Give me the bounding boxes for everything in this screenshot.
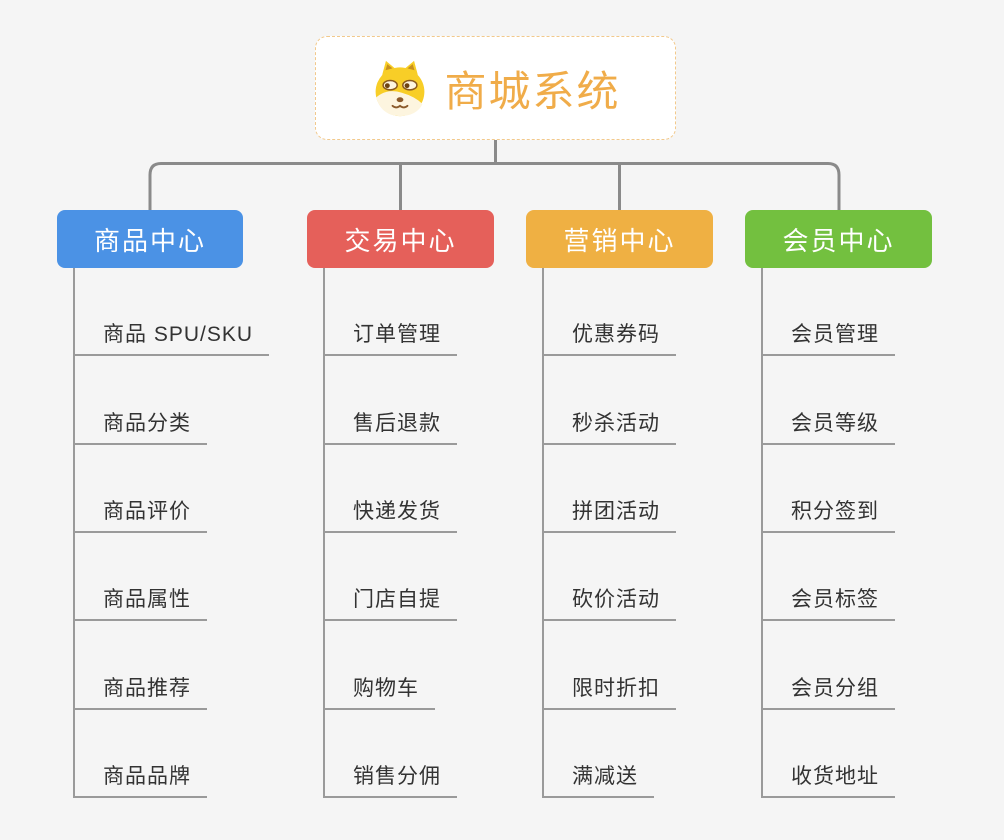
item-node[interactable]: 销售分佣 [323,760,457,798]
item-node[interactable]: 优惠券码 [542,318,676,357]
branch-column-marketing-center: 优惠券码 秒杀活动 拼团活动 砍价活动 限时折扣 满减送 [526,268,776,798]
item-node[interactable]: 门店自提 [323,583,457,622]
trunk-line [73,268,75,798]
root-title: 商城系统 [444,67,621,115]
branch-label: 营销中心 [563,225,676,256]
branch-node-product-center[interactable]: 商品中心 [57,210,243,268]
branch-node-marketing-center[interactable]: 营销中心 [526,210,713,268]
branch-label: 交易中心 [344,225,457,256]
item-node[interactable]: 拼团活动 [542,495,676,533]
branch-column-member-center: 会员管理 会员等级 积分签到 会员标签 会员分组 收货地址 [745,268,995,798]
item-node[interactable]: 订单管理 [323,318,457,357]
item-node[interactable]: 积分签到 [761,495,895,533]
item-node[interactable]: 商品评价 [73,495,207,533]
branch-label: 会员中心 [782,225,895,256]
item-node[interactable]: 限时折扣 [542,672,676,710]
item-node[interactable]: 商品 SPU/SKU [73,318,270,357]
item-node[interactable]: 砍价活动 [542,583,676,622]
item-node[interactable]: 商品推荐 [73,672,207,710]
item-node[interactable]: 售后退款 [323,407,457,445]
item-node[interactable]: 秒杀活动 [542,407,676,445]
item-node[interactable]: 会员等级 [761,407,895,445]
item-node[interactable]: 会员管理 [761,318,895,357]
root-node-mall-system[interactable]: 商城系统 [315,36,676,140]
branch-column-product-center: 商品 SPU/SKU 商品分类 商品评价 商品属性 商品推荐 商品品牌 [57,268,307,798]
item-node[interactable]: 收货地址 [761,760,895,798]
branch-label: 商品中心 [93,225,206,256]
trunk-line [761,268,763,798]
trunk-line [542,268,544,798]
item-node[interactable]: 会员标签 [761,583,895,622]
branch-node-member-center[interactable]: 会员中心 [745,210,932,268]
item-node[interactable]: 会员分组 [761,672,895,710]
branch-column-trade-center: 订单管理 售后退款 快递发货 门店自提 购物车 销售分佣 [307,268,557,798]
branch-node-trade-center[interactable]: 交易中心 [307,210,494,268]
item-node[interactable]: 购物车 [323,672,435,710]
item-node[interactable]: 商品分类 [73,407,207,445]
item-node[interactable]: 满减送 [542,760,654,798]
item-node[interactable]: 商品属性 [73,583,207,622]
trunk-line [323,268,325,798]
shiba-dog-icon [376,60,425,117]
item-node[interactable]: 商品品牌 [73,760,207,798]
item-node[interactable]: 快递发货 [323,495,457,533]
